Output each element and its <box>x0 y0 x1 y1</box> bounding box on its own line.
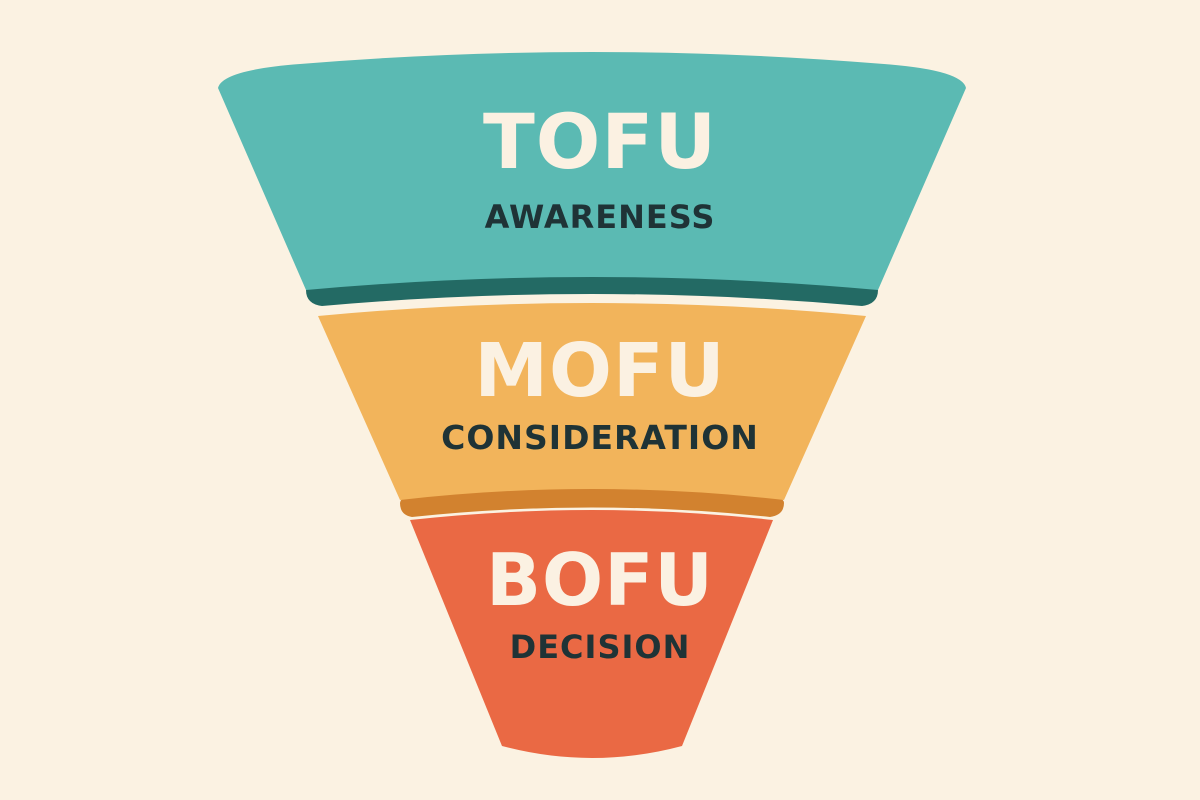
bofu-segment <box>410 510 773 758</box>
mofu-title: MOFU <box>474 328 726 414</box>
mofu-subtitle: CONSIDERATION <box>441 418 759 457</box>
tofu-title: TOFU <box>482 97 718 186</box>
bofu-subtitle: DECISION <box>509 628 691 666</box>
tofu-subtitle: AWARENESS <box>484 198 716 236</box>
tofu-segment <box>218 52 966 290</box>
mofu-segment <box>318 303 866 500</box>
bofu-title: BOFU <box>486 538 714 622</box>
